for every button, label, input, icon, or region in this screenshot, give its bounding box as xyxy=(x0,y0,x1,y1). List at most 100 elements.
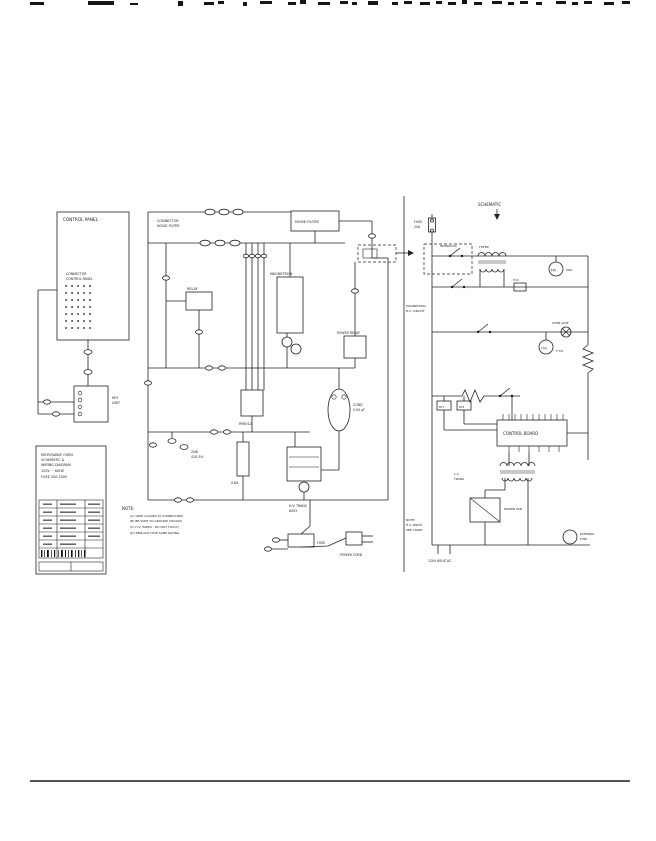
note-d: (D) REPLACE FUSE SAME RATING xyxy=(130,531,180,535)
schematic-section: SCHEMATIC FUSE 20A INTERLOCK FILTER xyxy=(403,196,595,572)
resistor-cluster: 20W 41Ω 5% xyxy=(167,432,204,459)
margin-label-line1: MAGNETRON xyxy=(406,304,426,308)
power-relay-label: POWER RELAY xyxy=(337,331,360,335)
ry1-label: RY1 xyxy=(439,405,444,409)
schematic-note-line3: SEE CHART xyxy=(406,528,423,532)
relay-box: RELAY xyxy=(166,287,213,368)
hv-capacitor: COND 0.95 µF xyxy=(321,368,365,471)
magnetron-label: MAGNETRON xyxy=(270,272,293,276)
spec-line1: MICROWAVE OVEN xyxy=(41,453,73,457)
ttm-symbol-label: TTM xyxy=(540,347,547,351)
schematic-title: SCHEMATIC xyxy=(478,202,501,207)
cond-label-line2: 0.95 µF xyxy=(353,408,365,412)
cond-label-line1: COND xyxy=(353,403,363,407)
power-cord-label: POWER CORD xyxy=(340,553,363,557)
interlock-label: INTERLOCK xyxy=(440,244,458,248)
control-board-pins-top xyxy=(502,414,564,420)
relay-pcb-label: RY6012 xyxy=(239,422,252,426)
note-c: (C) H.V. WIRES - DO NOT TOUCH xyxy=(130,525,179,529)
control-board-pins-bottom xyxy=(508,446,560,452)
connector-pin-grid xyxy=(65,285,97,329)
tco-label: TCO xyxy=(512,278,519,282)
arrow-right-icon xyxy=(408,250,414,256)
wiring-notes: NOTE: (A) WIRE COLORS AT CONNECTORS (B) … xyxy=(122,506,183,535)
magnetron-assembly: MAGNETRON xyxy=(270,243,304,368)
noise-filter-label: NOISE FILTER xyxy=(295,220,319,224)
fuse-holder: 0.6A xyxy=(231,432,250,500)
schematic-fuse-label1: FUSE xyxy=(414,220,422,224)
key-unit-label-line1: KEY xyxy=(112,396,119,400)
schematic-reference-callout xyxy=(357,244,414,263)
interlock-switch: INTERLOCK xyxy=(440,244,464,258)
external-fuse-label-line2: FUSE xyxy=(580,537,587,541)
schematic-note-line1: NOTE: xyxy=(406,518,415,522)
arrow-down-icon xyxy=(494,214,500,220)
power-pcb: POWER PCB xyxy=(469,497,522,545)
filter-coil: FILTER xyxy=(477,245,507,287)
wiring-diagram-section: CONNECTOR NOISE FILTER NOISE FILTER xyxy=(122,208,414,557)
power-pcb-label: POWER PCB xyxy=(504,507,522,511)
key-unit-label-line2: UNIT xyxy=(112,401,121,405)
lv-trans-label-line1: L.V. xyxy=(454,472,460,476)
power-relay-box: POWER RELAY xyxy=(337,262,367,368)
lv-transformer: L.V. TRANS xyxy=(453,452,536,545)
spec-line3: WIRING DIAGRAM xyxy=(41,463,71,467)
supply-label: 120V 60HZ AC xyxy=(428,559,452,563)
schematic-fuse-label2: 20A xyxy=(414,225,421,229)
resistor-vertical xyxy=(581,344,595,374)
resistor-label-line2: 41Ω 5% xyxy=(191,455,204,459)
hv-trans-label-line2: ASSY xyxy=(289,509,297,513)
hv-transformer: H.V. TRANS ASSY xyxy=(286,432,322,513)
control-panel-label: CONTROL PANEL xyxy=(63,217,99,222)
oven-lamp-label: OVEN LAMP xyxy=(552,321,569,325)
input-section-callout xyxy=(423,243,473,275)
connector-label-line1: CONNECTOR xyxy=(66,272,87,276)
lv-trans-label-line2: TRANS xyxy=(453,477,464,481)
fan-motor: FM FAN xyxy=(548,256,572,277)
specification-label: MICROWAVE OVEN SCHEMATIC & WIRING DIAGRA… xyxy=(35,445,107,575)
connector-label-line2: CONTROL PANEL xyxy=(66,277,93,281)
noise-filter-box: NOISE FILTER xyxy=(290,210,340,232)
schematic-fuse: FUSE 20A xyxy=(414,214,436,545)
spec-line5: FUSE 20A 250V xyxy=(41,475,68,479)
external-fuse-label-line1: EXTERNAL xyxy=(580,532,595,536)
resistor-label-line1: 20W xyxy=(191,450,199,454)
spec-line4: 120V ~ 60HZ xyxy=(41,469,65,473)
thermal-cutout: TCO xyxy=(512,278,527,292)
relay-contacts: RY1 RY2 xyxy=(436,396,497,431)
fan-motor-label: FAN xyxy=(566,268,572,272)
note-b: (B) BE SURE TO GROUND CHASSIS xyxy=(130,519,182,523)
fan-motor-symbol-label: FM xyxy=(551,269,556,273)
resistor-horizontal xyxy=(461,388,485,404)
external-fuse: EXTERNAL FUSE xyxy=(562,529,595,545)
power-cord-assembly: FUSE POWER CORD xyxy=(264,500,373,557)
plug-icon xyxy=(345,531,363,546)
spec-line2: SCHEMATIC & xyxy=(41,458,65,462)
control-board-label: CONTROL BOARD xyxy=(503,431,538,436)
scan-artifacts-top xyxy=(30,0,630,6)
ttm-label: T.T.M. xyxy=(555,349,564,353)
spec-table xyxy=(38,499,104,559)
barcode xyxy=(41,550,86,557)
connector-nf-line1: CONNECTOR xyxy=(157,219,179,223)
schematic-notes: NOTE: H.V. PARTS SEE CHART xyxy=(406,518,423,532)
connector-nf-line2: NOISE FILTER xyxy=(157,224,180,228)
control-board: CONTROL BOARD xyxy=(496,414,588,452)
oven-lamp: OVEN LAMP xyxy=(552,321,572,338)
fuse-holder-label: 0.6A xyxy=(231,481,239,485)
relay-label: RELAY xyxy=(187,287,199,291)
control-panel-box: CONTROL PANEL CONNECTOR CONTROL PANEL xyxy=(56,211,130,341)
note-a: (A) WIRE COLORS AT CONNECTORS xyxy=(130,514,183,518)
supply-terminals: 120V 60HZ AC xyxy=(428,545,452,563)
schematic-note-line2: H.V. PARTS xyxy=(406,523,422,527)
key-unit-assembly: KEY UNIT xyxy=(37,289,121,423)
relay-pcb: RY6012 xyxy=(239,389,264,432)
filter-label: FILTER xyxy=(479,245,489,249)
wire-harness-bundle xyxy=(242,243,267,390)
fuse-label: FUSE xyxy=(317,541,325,545)
margin-label-line2: H.V. CIRCUIT xyxy=(406,309,425,313)
hv-trans-label-line1: H.V. TRANS xyxy=(289,504,307,508)
note-title: NOTE: xyxy=(122,506,134,511)
